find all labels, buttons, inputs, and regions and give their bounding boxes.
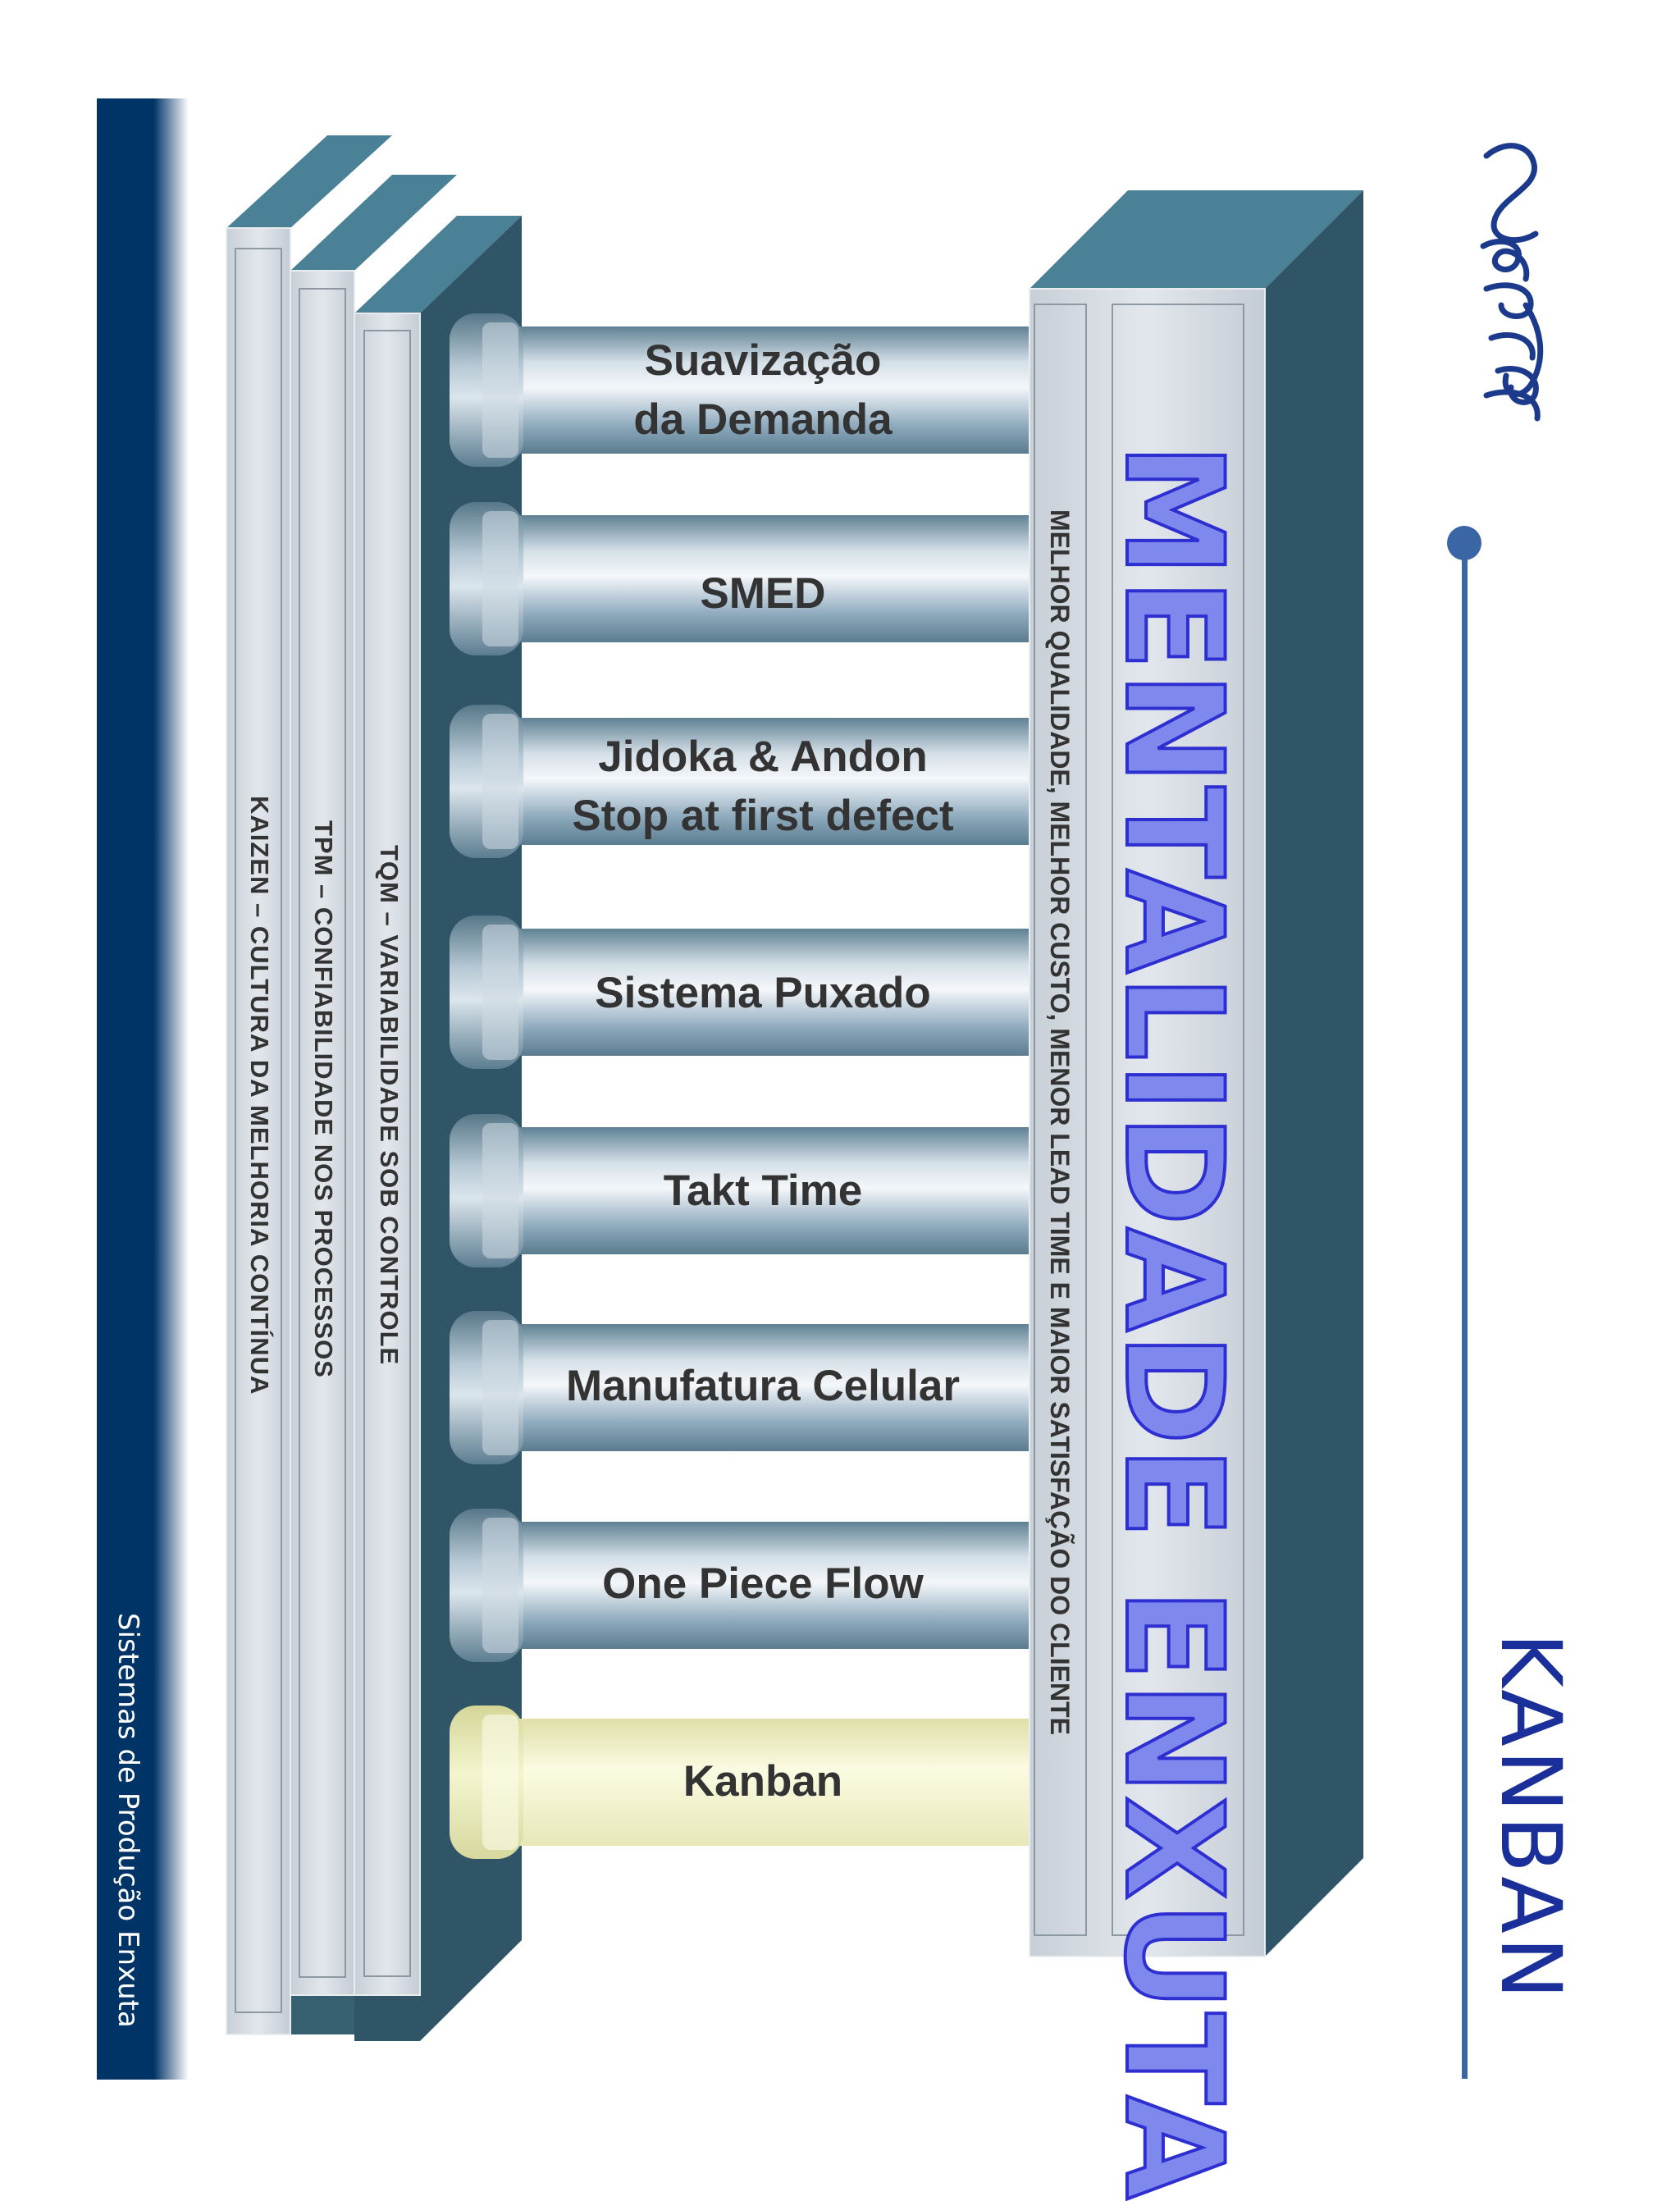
base-face-kaizen-inset bbox=[235, 248, 282, 2013]
timeline-line bbox=[1462, 543, 1468, 2079]
column-jidoka bbox=[450, 705, 1039, 858]
page-title: KANBAN bbox=[1481, 1632, 1579, 2003]
column-smed bbox=[450, 502, 1039, 655]
base-top-tpm bbox=[290, 175, 457, 271]
base-face-tqm bbox=[354, 313, 421, 1996]
bench-subtitle: MELHOR QUALIDADE, MELHOR CUSTO, MENOR LE… bbox=[1045, 509, 1075, 1735]
sidebar-title: Sistemas de Produção Enxuta bbox=[112, 1613, 144, 2028]
column-one-piece-flow bbox=[450, 1509, 1039, 1662]
bench-face bbox=[1029, 288, 1266, 1957]
column-label-suavizacao: Suavização da Demanda bbox=[633, 336, 892, 444]
bench-top bbox=[1029, 190, 1363, 289]
column-label-kanban: Kanban bbox=[682, 1757, 843, 1806]
base-bottom-tpm bbox=[290, 1995, 354, 2034]
bench-face-inset-right bbox=[1112, 304, 1244, 1936]
bench-face-inset-left bbox=[1034, 304, 1087, 1936]
column-takt-time bbox=[450, 1114, 1039, 1267]
column-manufatura-celular bbox=[450, 1311, 1039, 1464]
base-top-kaizen bbox=[226, 135, 392, 228]
base-top-tqm bbox=[354, 216, 522, 313]
bench-main-title: MENTALIDADE ENXUTA bbox=[1093, 441, 1253, 2201]
column-label-smed: SMED bbox=[700, 569, 826, 618]
base-label-kaizen: KAIZEN – CULTURA DA MELHORIA CONTÍNUA bbox=[245, 796, 274, 1395]
base-face-tqm-inset bbox=[363, 330, 411, 1977]
column-label-sistema-puxado: Sistema Puxado bbox=[595, 969, 931, 1017]
base-label-tqm: TQM – VARIABILIDADE SOB CONTROLE bbox=[375, 845, 404, 1366]
column-kanban bbox=[450, 1706, 1039, 1859]
base-face-kaizen bbox=[226, 227, 291, 2035]
column-label-one-piece-flow: One Piece Flow bbox=[602, 1559, 924, 1608]
column-sistema-puxado bbox=[450, 916, 1039, 1069]
column-label-jidoka: Jidoka & Andon Stop at first defect bbox=[572, 733, 954, 840]
sidebar-band bbox=[97, 98, 189, 2080]
base-label-tpm: TPM – CONFIABILIDADE NOS PROCESSOS bbox=[309, 820, 338, 1378]
column-suavizacao bbox=[450, 313, 1039, 467]
base-bottom-tqm bbox=[354, 1995, 420, 2041]
signature-logo bbox=[1480, 143, 1544, 422]
bench-side bbox=[1265, 190, 1363, 1957]
base-face-tpm-inset bbox=[299, 288, 346, 1978]
column-label-takt-time: Takt Time bbox=[663, 1167, 863, 1215]
column-label-manufatura-celular: Manufatura Celular bbox=[565, 1362, 961, 1410]
